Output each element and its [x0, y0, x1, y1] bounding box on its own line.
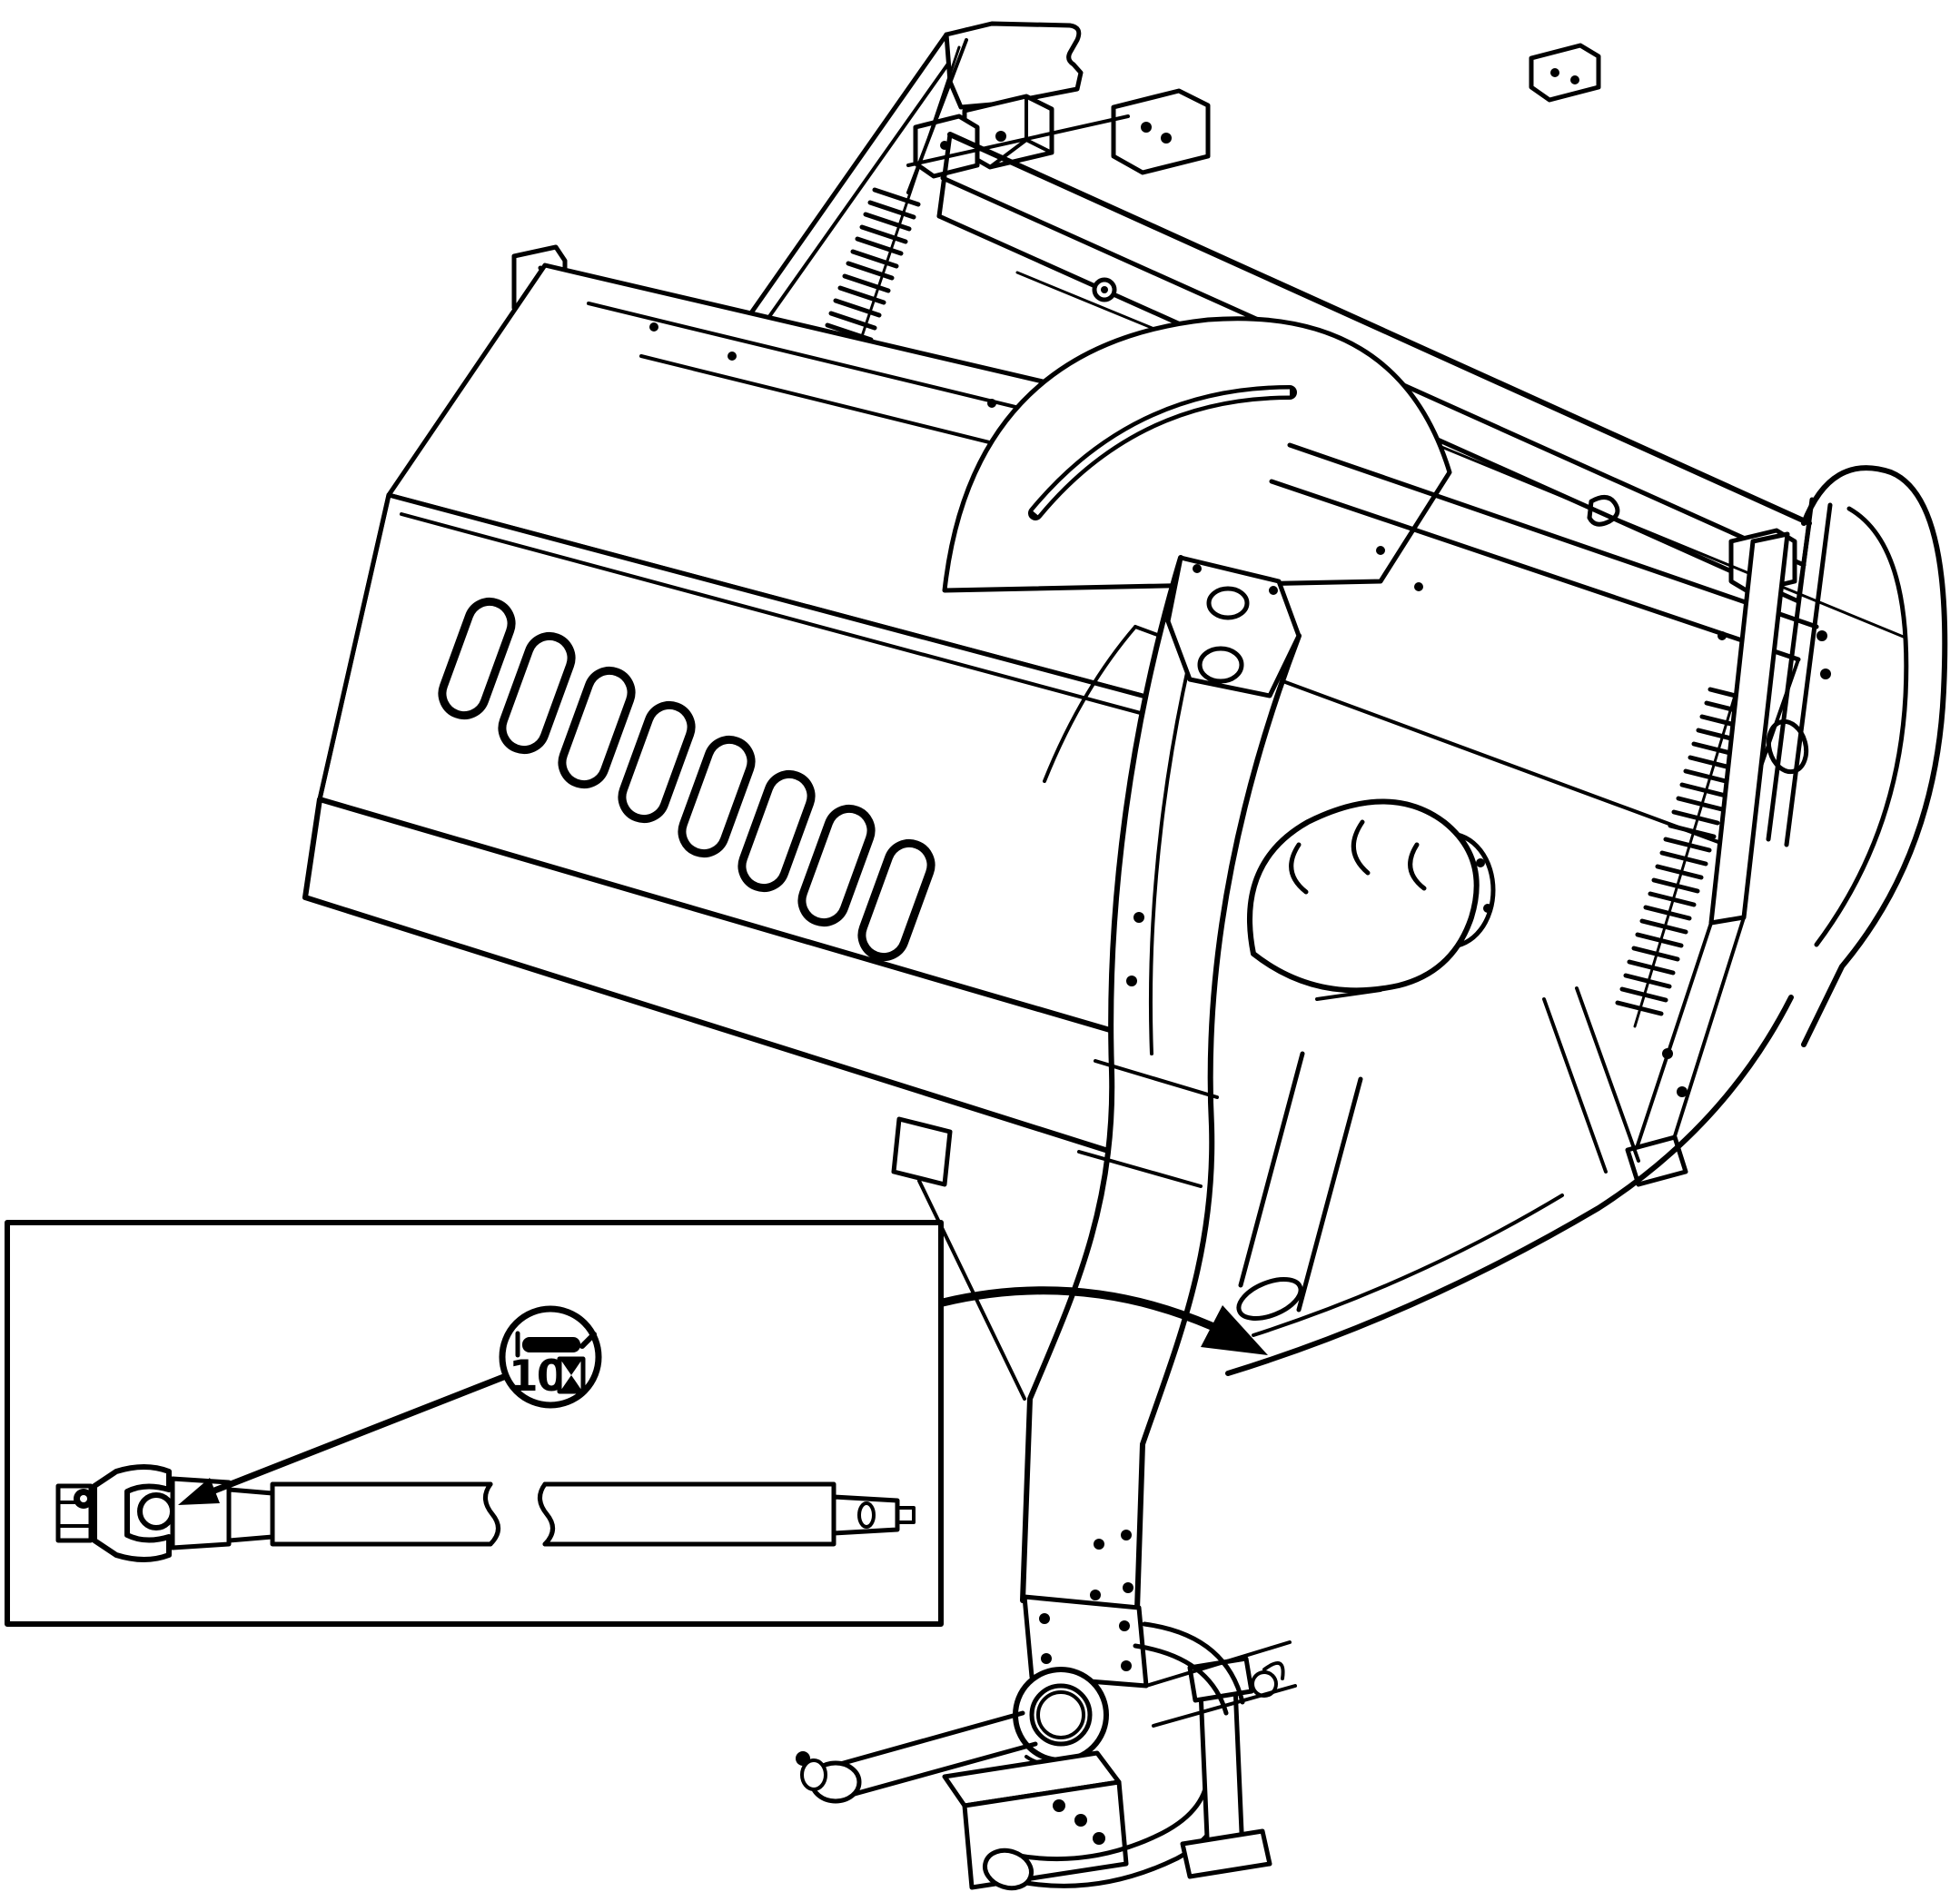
right-side-shield [1225, 465, 1948, 1376]
pto-gearbox-guard [1236, 798, 1496, 1321]
center-quadrant-bracket [942, 277, 1452, 593]
lower-brace [917, 1179, 1026, 1401]
grease-gun-icon [515, 1331, 597, 1358]
louvered-shield-box [302, 263, 1279, 1401]
location-arrow [938, 1286, 1268, 1355]
hitch-tube [831, 1710, 1038, 1799]
louver-slots [438, 597, 935, 962]
shield-tab [891, 1116, 953, 1187]
inset-border [5, 1220, 944, 1627]
lube-interval-symbol: 10 [499, 1305, 602, 1409]
driveline-shaft [55, 1464, 916, 1562]
spring-anchor-bracket [906, 21, 1211, 179]
machine-drawing [302, 21, 1948, 1891]
universal-joint-yoke [92, 1464, 172, 1562]
hose-clip [1587, 495, 1620, 527]
lube-interval-label: 10 [509, 1352, 565, 1402]
beam-clamp-block [1529, 43, 1601, 103]
bottom-curved-edge [1225, 995, 1794, 1376]
tube-break-left [483, 1481, 500, 1547]
curved-arm [1133, 1621, 1245, 1716]
bottom-hitch-assembly [796, 1594, 1297, 1891]
tube-break-right [538, 1481, 555, 1547]
hourglass-icon [557, 1356, 586, 1394]
inset-panel: 10 [5, 1220, 944, 1627]
grease-point-arrow [178, 1372, 510, 1505]
grease-fitting-point [137, 1492, 175, 1530]
